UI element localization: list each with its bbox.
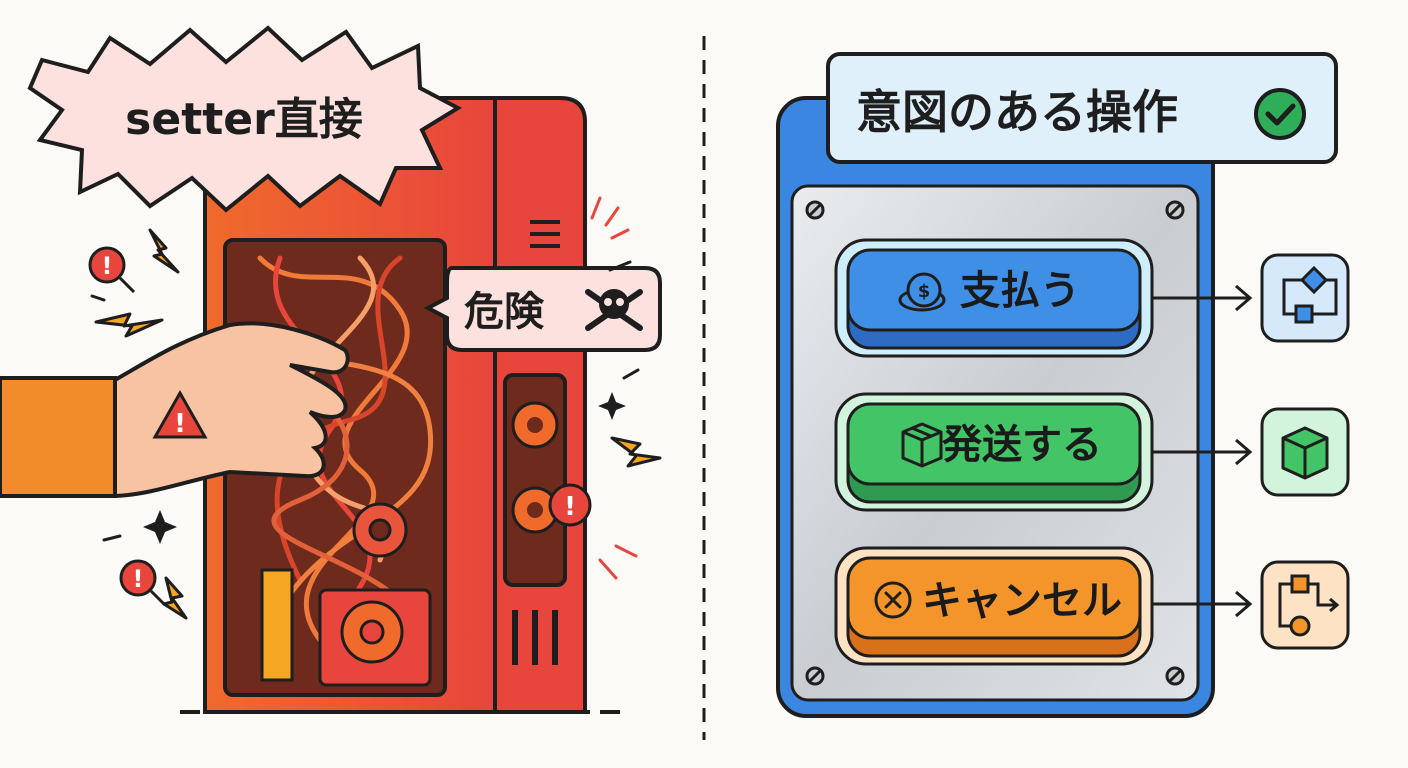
svg-text:!: ! <box>102 252 113 280</box>
setter-direct-burst: setter直接 <box>27 25 463 213</box>
screw-icon <box>805 200 1185 686</box>
svg-text:!: ! <box>564 492 576 522</box>
panel-title: 意図のある操作 <box>856 85 1178 139</box>
title-box: 意図のある操作 <box>826 52 1338 164</box>
coin-icon: $ <box>898 272 946 312</box>
lightning-icon <box>94 228 662 620</box>
svg-text:!: ! <box>133 565 144 593</box>
pay-arrow <box>1152 284 1253 312</box>
hand-icon: ! <box>0 321 350 499</box>
broken-machine <box>180 96 620 714</box>
svg-text:$: $ <box>918 281 931 302</box>
box-result-icon <box>1260 407 1350 497</box>
burst-label: setter直接 <box>125 94 363 145</box>
svg-text:!: ! <box>174 409 186 439</box>
check-circle-icon <box>1254 88 1306 140</box>
cancel-button-label: キャンセル <box>922 578 1122 624</box>
box-icon <box>901 422 943 468</box>
ship-button-label: 発送する <box>942 422 1102 468</box>
flow-branch-icon <box>1260 560 1350 650</box>
pay-button-label: 支払う <box>960 268 1080 314</box>
alert-icon: ! <box>88 246 136 294</box>
flow-diamond-icon <box>1260 253 1350 343</box>
cancel-button[interactable]: キャンセル <box>834 546 1154 666</box>
alert-icon: ! <box>548 483 592 527</box>
alert-markers: ! ! ! <box>88 196 662 620</box>
ship-button[interactable]: 発送する <box>834 392 1154 512</box>
cancel-arrow <box>1152 590 1253 618</box>
skull-crossbones-icon <box>585 289 643 331</box>
cancel-circle-icon <box>874 581 912 619</box>
danger-bubble: 危険 <box>423 266 662 352</box>
alert-icon: ! <box>119 559 167 607</box>
danger-label: 危険 <box>464 289 545 335</box>
pay-button[interactable]: $ 支払う <box>834 238 1154 358</box>
ship-arrow <box>1152 438 1253 466</box>
sparkle-icon <box>143 392 626 544</box>
